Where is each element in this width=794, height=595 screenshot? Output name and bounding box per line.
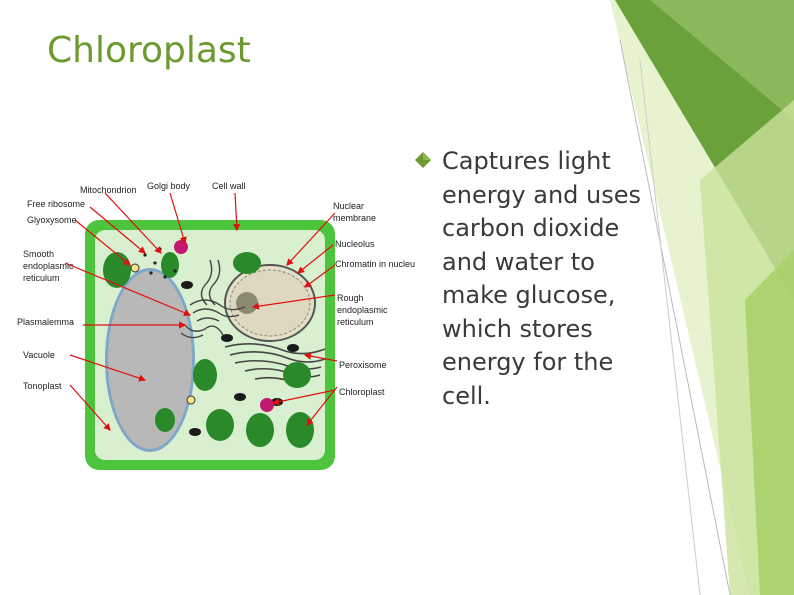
slide-title: Chloroplast	[47, 30, 251, 71]
vacuole	[108, 271, 192, 449]
deco-accent-triangle	[745, 250, 794, 595]
label-rough-er-2: endoplasmic	[337, 305, 388, 315]
label-chloroplast: Chloroplast	[339, 387, 385, 397]
label-plasmalemma: Plasmalemma	[17, 317, 74, 327]
peroxisome	[260, 398, 274, 412]
label-nuclear-membrane-1: Nuclear	[333, 201, 364, 211]
label-rough-er-1: Rough	[337, 293, 364, 303]
label-vacuole: Vacuole	[23, 350, 55, 360]
bullet-text: Captures light energy and uses carbon di…	[442, 147, 642, 410]
nuclear-membrane	[229, 269, 311, 337]
peroxisome-small-2	[186, 395, 196, 405]
deco-mid-triangle	[650, 0, 794, 120]
mitochondria	[181, 281, 299, 436]
golgi-smooth-er	[180, 259, 246, 339]
label-arrows	[64, 192, 338, 431]
green-diamond-bullet-icon	[415, 152, 431, 168]
label-mitochondrion: Mitochondrion	[80, 185, 137, 195]
label-cell-wall: Cell wall	[212, 181, 246, 191]
label-glyoxysome: Glyoxysome	[27, 215, 77, 225]
label-peroxisome: Peroxisome	[339, 360, 387, 370]
label-nuclear-membrane-2: membrane	[333, 213, 376, 223]
label-chromatin: Chromatin in nucleus	[335, 259, 415, 269]
nucleolus	[236, 292, 258, 314]
label-smooth-er-1: Smooth	[23, 249, 54, 259]
label-tonoplast: Tonoplast	[23, 381, 62, 391]
label-rough-er-3: reticulum	[337, 317, 374, 327]
label-nucleolus: Nucleolus	[335, 239, 375, 249]
label-smooth-er-2: endoplasmic	[23, 261, 74, 271]
label-smooth-er-3: reticulum	[23, 273, 60, 283]
deco-line-2	[639, 59, 701, 595]
glyoxysome	[174, 240, 188, 254]
label-free-ribosome: Free ribosome	[27, 199, 85, 209]
deco-line-1	[619, 39, 731, 595]
plant-cell-diagram: Mitochondrion Golgi body Cell wall Free …	[17, 181, 415, 470]
peroxisome-small	[130, 263, 140, 273]
label-golgi-body: Golgi body	[147, 181, 191, 191]
